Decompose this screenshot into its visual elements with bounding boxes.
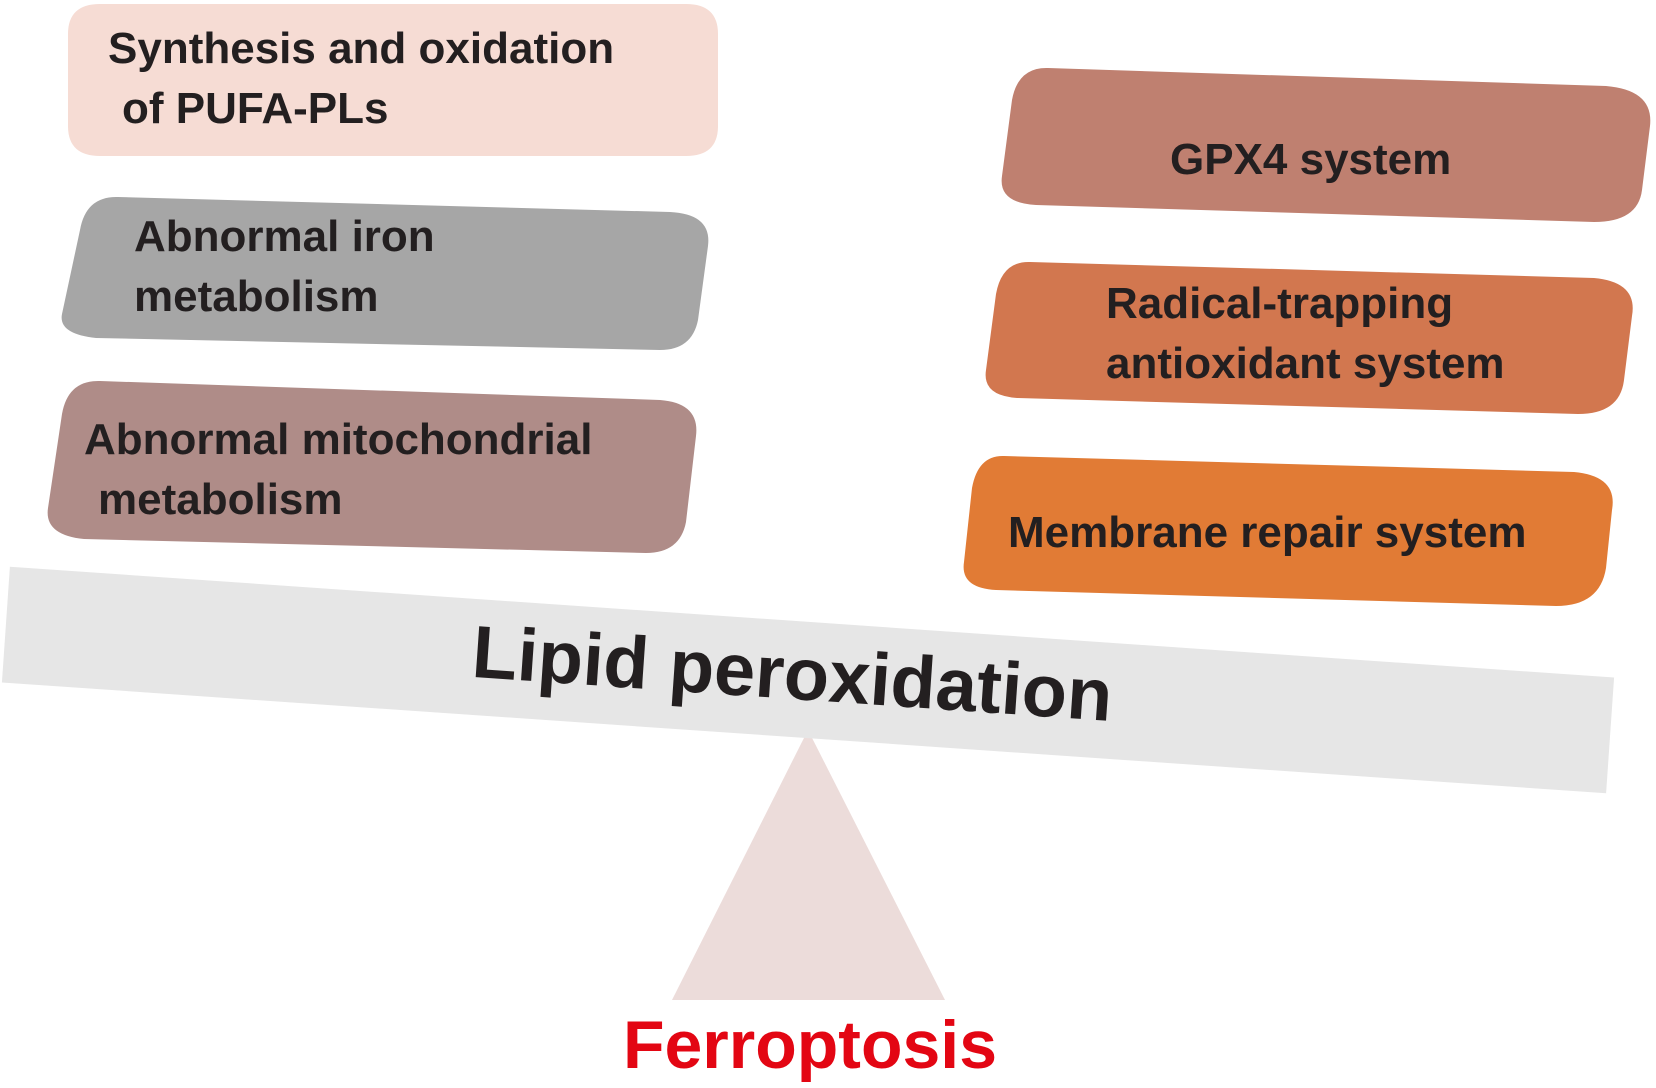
left-factor-3-line-2: metabolism xyxy=(98,475,343,524)
left-factor-2-line-2: metabolism xyxy=(134,272,379,321)
svg-text:of PUFA-PLs: of PUFA-PLs xyxy=(122,84,388,133)
left-factor-3-box xyxy=(47,380,697,553)
left-factor-1-line-1: Synthesis and oxidation xyxy=(108,24,614,73)
svg-text:metabolism: metabolism xyxy=(98,475,343,524)
right-factor-3: Membrane repair system xyxy=(963,455,1613,606)
right-factor-1-line-1: GPX4 system xyxy=(1170,135,1451,184)
left-factor-1-box xyxy=(68,4,718,156)
left-factor-2-line-1: Abnormal iron xyxy=(134,212,435,261)
right-factor-1-box xyxy=(1001,67,1651,223)
svg-text:Radical-trapping: Radical-trapping xyxy=(1106,279,1453,328)
outcome-label: Ferroptosis xyxy=(623,1007,997,1083)
right-factor-2: Radical-trapping antioxidant system xyxy=(985,261,1633,414)
left-factor-3: Abnormal mitochondrial metabolism xyxy=(47,380,697,553)
svg-text:Synthesis and oxidation: Synthesis and oxidation xyxy=(108,24,614,73)
right-factor-2-line-1: Radical-trapping xyxy=(1106,279,1453,328)
right-factor-2-line-2: antioxidant system xyxy=(1106,339,1505,388)
fulcrum-triangle xyxy=(672,730,945,1000)
right-factor-3-box xyxy=(963,455,1613,606)
svg-text:GPX4 system: GPX4 system xyxy=(1170,135,1451,184)
left-factor-2-box xyxy=(61,196,709,350)
left-factor-1: Synthesis and oxidation of PUFA-PLs xyxy=(68,4,718,156)
right-factor-3-line-1: Membrane repair system xyxy=(1008,508,1526,557)
svg-text:metabolism: metabolism xyxy=(134,272,379,321)
left-factor-2: Abnormal iron metabolism xyxy=(61,196,709,350)
left-factor-3-line-1: Abnormal mitochondrial xyxy=(84,415,592,464)
right-factor-1: GPX4 system xyxy=(1001,67,1651,223)
svg-text:antioxidant system: antioxidant system xyxy=(1106,339,1505,388)
beam-bar xyxy=(1,566,1615,794)
right-factor-2-box xyxy=(985,261,1633,414)
svg-text:Abnormal iron: Abnormal iron xyxy=(134,212,435,261)
svg-text:Abnormal mitochondrial: Abnormal mitochondrial xyxy=(84,415,592,464)
svg-text:Membrane repair system: Membrane repair system xyxy=(1008,508,1526,557)
left-factor-1-line-2: of PUFA-PLs xyxy=(122,84,388,133)
